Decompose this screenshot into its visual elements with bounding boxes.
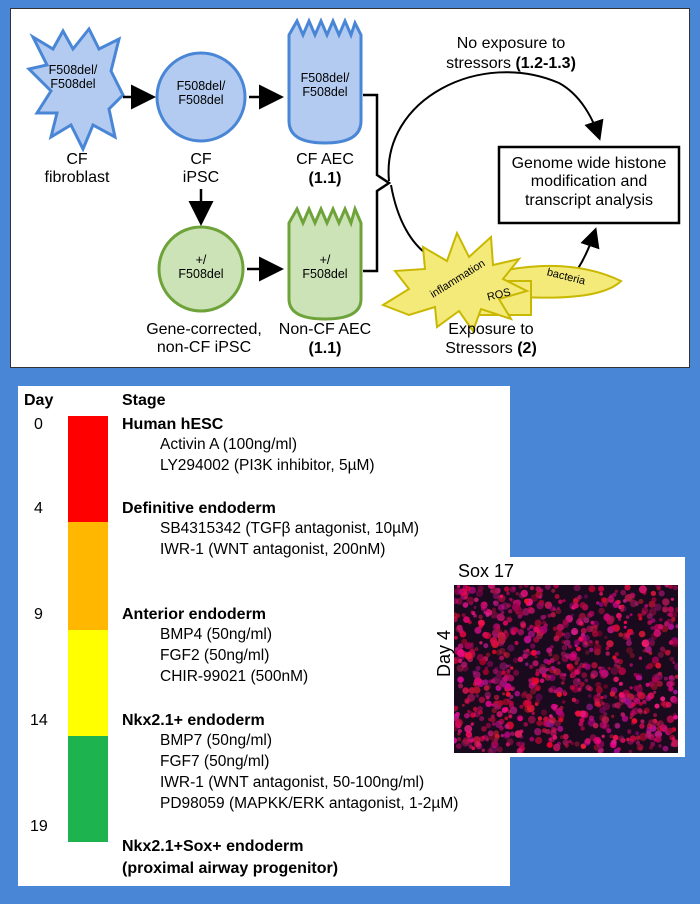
cf-ipsc-label: CF iPSC: [182, 151, 220, 187]
diagram-graphics: [26, 17, 681, 334]
day-4: 4: [34, 500, 43, 517]
stage-definitive-endoderm: Definitive endoderm: [122, 500, 276, 517]
stage-bar-yellow: [68, 630, 108, 736]
stage-item: LY294002 (PI3K inhibitor, 5µM): [160, 457, 375, 474]
sox17-micrograph: [454, 585, 678, 753]
cf-aec-genotype: F508del/ F508del: [300, 71, 350, 100]
stage-item: FGF2 (50ng/ml): [160, 647, 270, 664]
stage-proximal-airway: (proximal airway progenitor): [122, 860, 339, 877]
corrected-ipsc-circle: [157, 225, 245, 313]
day-0: 0: [34, 416, 43, 433]
stage-item: IWR-1 (WNT antagonist, 50-100ng/ml): [160, 774, 425, 791]
experiment-diagram: F508del/ F508del CF fibroblast F508del/ …: [10, 8, 690, 368]
no-exposure-line1: No exposure to: [456, 35, 566, 52]
noncf-aec-genotype: +/ F508del: [302, 253, 348, 282]
stage-nkx21-sox-endoderm: Nkx2.1+Sox+ endoderm: [122, 838, 304, 855]
analysis-text: Genome wide histone modification and tra…: [511, 155, 667, 209]
stage-item: FGF7 (50ng/ml): [160, 753, 270, 770]
day-9: 9: [34, 606, 43, 623]
stage-header: Stage: [122, 392, 166, 409]
cf-fibroblast-genotype: F508del/ F508del: [48, 63, 98, 92]
cf-aec-shape: [287, 17, 363, 145]
stage-item: BMP4 (50ng/ml): [160, 626, 272, 643]
cf-aec-label: CF AEC: [296, 151, 354, 168]
stage-item: BMP7 (50ng/ml): [160, 732, 272, 749]
day4-label: Day 4: [434, 629, 454, 677]
stage-bar-green: [68, 736, 108, 842]
cf-aec-ref: (1.1): [308, 170, 342, 187]
noncf-aec-ref: (1.1): [308, 340, 342, 357]
sox17-title: Sox 17: [458, 561, 515, 581]
inflammation-burst: [380, 230, 530, 334]
stage-bar-red: [68, 416, 108, 522]
corrected-ipsc-label: Gene-corrected, non-CF iPSC: [146, 321, 262, 357]
cf-ipsc-genotype: F508del/ F508del: [176, 79, 226, 108]
stage-nkx21-endoderm: Nkx2.1+ endoderm: [122, 712, 265, 729]
corrected-ipsc-genotype: +/ F508del: [178, 253, 224, 282]
sox17-image-panel: Sox 17 Day 4: [434, 557, 685, 757]
no-exposure-line2: stressors (1.2-1.3): [446, 55, 576, 72]
day-14: 14: [30, 712, 48, 729]
exposure-line1: Exposure to: [448, 321, 534, 338]
stage-human-hesc: Human hESC: [122, 416, 224, 433]
stage-item: CHIR-99021 (500nM): [160, 668, 309, 685]
differentiation-protocol: Day Stage 0 4 9 14 19 Human hESC Activin…: [18, 386, 510, 886]
cf-ipsc-circle: [155, 51, 247, 143]
stage-item: Activin A (100ng/ml): [160, 436, 297, 453]
cf-fibroblast-shape: [26, 26, 125, 153]
stage-anterior-endoderm: Anterior endoderm: [122, 606, 267, 623]
noncf-aec-shape: [287, 204, 363, 321]
stage-item: PD98059 (MAPKK/ERK antagonist, 1-2µM): [160, 795, 459, 812]
analysis-box: [497, 145, 681, 225]
cf-fibroblast-label: CF fibroblast: [44, 151, 110, 187]
micrograph-dots: [454, 585, 678, 753]
day-19: 19: [30, 818, 48, 835]
stage-item: IWR-1 (WNT antagonist, 200nM): [160, 541, 386, 558]
day-header: Day: [24, 392, 54, 409]
exposure-line2: Stressors (2): [445, 340, 537, 357]
stage-bar-orange: [68, 522, 108, 630]
noncf-aec-label: Non-CF AEC: [278, 321, 372, 338]
stage-item: SB4315342 (TGFβ antagonist, 10µM): [160, 520, 420, 537]
